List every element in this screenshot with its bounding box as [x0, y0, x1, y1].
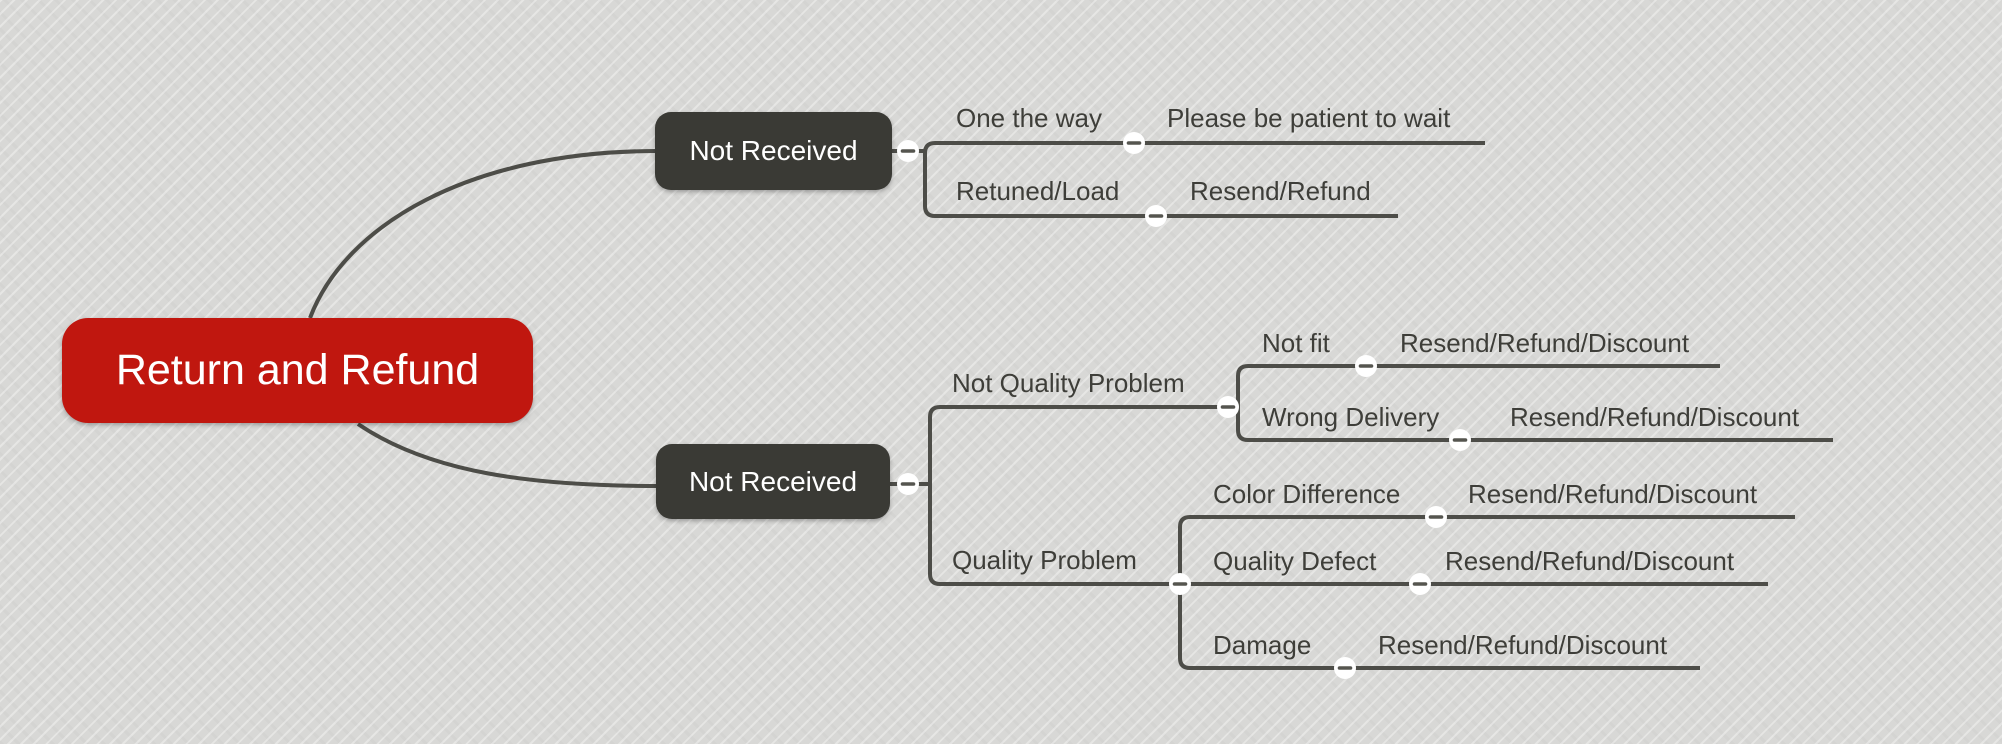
topic-damage[interactable]: Damage — [1213, 630, 1312, 660]
collapse-icon-wrong-delivery[interactable] — [1449, 429, 1471, 451]
topic-resend-refund-discount-4[interactable]: Resend/Refund/Discount — [1445, 546, 1735, 576]
topic-not-received-bottom[interactable]: Not Received — [656, 444, 890, 519]
collapse-icon-not-quality-problem[interactable] — [1217, 396, 1239, 418]
collapse-icon-retuned-load[interactable] — [1145, 205, 1167, 227]
branch-bracket-nqp — [1236, 364, 1249, 442]
topic-color-difference[interactable]: Color Difference — [1213, 479, 1401, 509]
topic-retuned-load[interactable]: Retuned/Load — [956, 176, 1120, 206]
topic-resend-refund-discount-3[interactable]: Resend/Refund/Discount — [1468, 479, 1758, 509]
topic-resend-refund-discount-1[interactable]: Resend/Refund/Discount — [1400, 328, 1690, 358]
collapse-icon-one-the-way[interactable] — [1123, 132, 1145, 154]
topic-quality-problem[interactable]: Quality Problem — [952, 545, 1137, 575]
branch-bracket-top — [923, 141, 936, 218]
topic-quality-defect[interactable]: Quality Defect — [1213, 546, 1377, 576]
topic-not-quality-problem[interactable]: Not Quality Problem — [952, 368, 1185, 398]
collapse-icon-quality-problem[interactable] — [1169, 573, 1191, 595]
topic-resend-refund-discount-2[interactable]: Resend/Refund/Discount — [1510, 402, 1800, 432]
branch-curve-bottom — [356, 422, 659, 488]
topic-wrong-delivery[interactable]: Wrong Delivery — [1262, 402, 1440, 432]
topic-please-be-patient[interactable]: Please be patient to wait — [1167, 103, 1451, 133]
collapse-icon-quality-defect[interactable] — [1409, 573, 1431, 595]
collapse-icon-not-fit[interactable] — [1355, 355, 1377, 377]
root-topic[interactable]: Return and Refund — [62, 318, 533, 423]
collapse-icon-not-received-bottom[interactable] — [897, 473, 919, 495]
collapse-icon-damage[interactable] — [1334, 657, 1356, 679]
topic-resend-refund-discount-5[interactable]: Resend/Refund/Discount — [1378, 630, 1668, 660]
branch-curve-top — [308, 149, 658, 319]
topic-not-received-top[interactable]: Not Received — [655, 112, 892, 190]
topic-not-fit[interactable]: Not fit — [1262, 328, 1330, 358]
collapse-icon-color-difference[interactable] — [1425, 506, 1447, 528]
collapse-icon-not-received-top[interactable] — [897, 140, 919, 162]
topic-one-the-way[interactable]: One the way — [956, 103, 1102, 133]
branch-bracket-bottom — [928, 405, 941, 586]
topic-resend-refund[interactable]: Resend/Refund — [1190, 176, 1371, 206]
